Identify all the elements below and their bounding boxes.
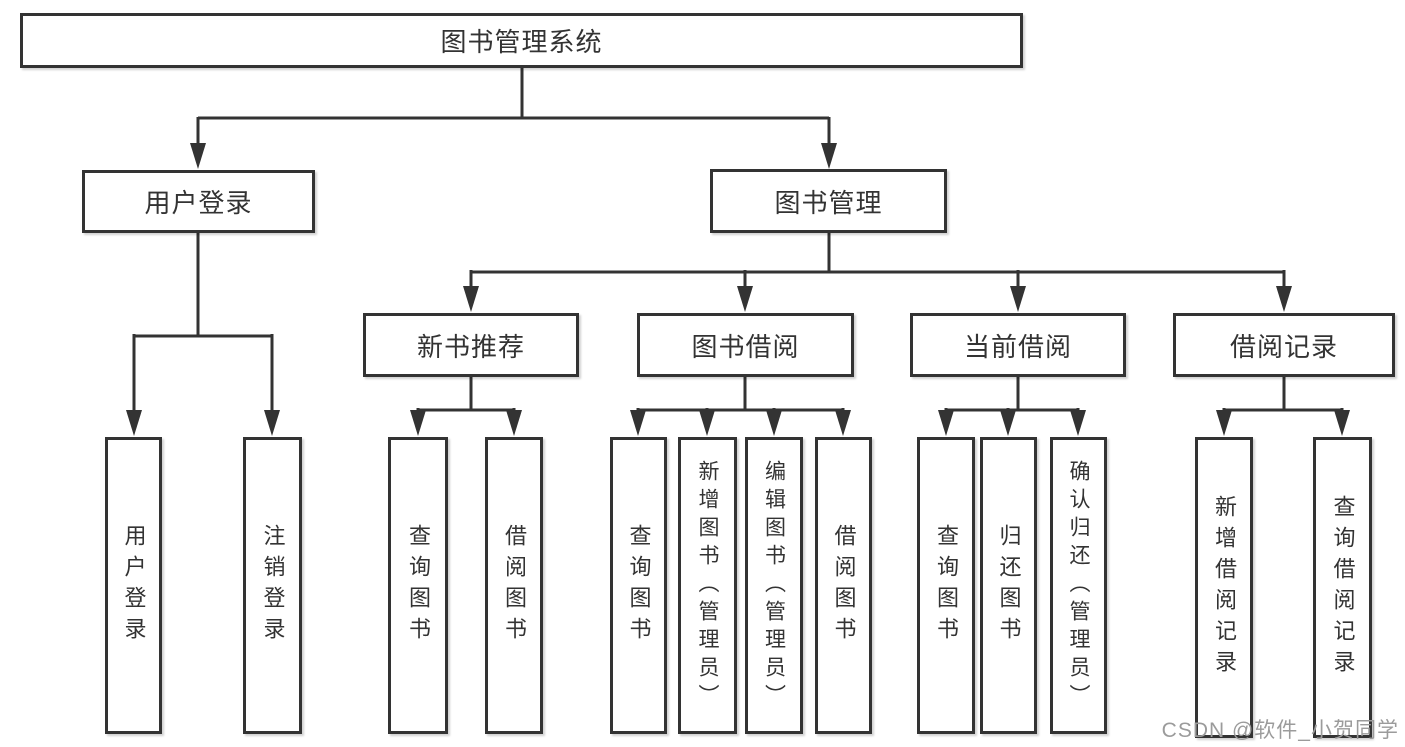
- leaf-query-borrowing-record: 查询借阅记录: [1313, 437, 1372, 738]
- node-label: 查询图书: [626, 523, 652, 648]
- node-borrowing-records: 借阅记录: [1173, 313, 1395, 377]
- node-book-management: 图书管理: [710, 169, 947, 233]
- leaf-edit-books-admin: 编辑图书（管理员）: [745, 437, 803, 734]
- node-label: 查询图书: [406, 523, 431, 648]
- leaf-logout-login: 注销登录: [243, 437, 302, 734]
- node-label: 借阅记录: [1229, 331, 1338, 362]
- node-label: 用户登录: [144, 188, 253, 218]
- node-label: 借阅图书: [502, 523, 527, 648]
- node-label: 新增借阅记录: [1212, 494, 1237, 681]
- leaf-add-books-admin: 新增图书（管理员）: [678, 437, 737, 734]
- node-label: 查询图书: [934, 523, 959, 648]
- leaf-confirm-return-admin: 确认归还（管理员）: [1050, 437, 1107, 734]
- node-current-borrowing: 当前借阅: [910, 313, 1126, 377]
- node-label: 当前借阅: [963, 331, 1072, 362]
- node-new-book-recommendation: 新书推荐: [363, 313, 579, 377]
- node-user-login: 用户登录: [82, 170, 315, 233]
- node-label: 新增图书（管理员）: [696, 459, 719, 712]
- node-label: 归还图书: [996, 523, 1022, 648]
- leaf-borrow-books-borrowing: 借阅图书: [815, 437, 872, 734]
- node-label: 查询借阅记录: [1330, 494, 1356, 681]
- leaf-add-borrowing-record: 新增借阅记录: [1195, 437, 1253, 738]
- node-label: 注销登录: [260, 523, 286, 648]
- node-label: 确认归还（管理员）: [1067, 459, 1090, 712]
- leaf-user-login: 用户登录: [105, 437, 162, 734]
- leaf-query-books-current: 查询图书: [917, 437, 975, 734]
- node-label: 新书推荐: [416, 331, 525, 362]
- node-label: 编辑图书（管理员）: [762, 459, 786, 712]
- node-label: 图书管理: [774, 187, 883, 218]
- node-label: 用户登录: [121, 523, 147, 648]
- leaf-query-books-borrowing: 查询图书: [610, 437, 667, 734]
- leaf-return-books: 归还图书: [980, 437, 1037, 734]
- leaf-query-books-recommendation: 查询图书: [388, 437, 448, 734]
- node-book-borrowing: 图书借阅: [637, 313, 854, 377]
- leaf-borrow-books-recommendation: 借阅图书: [485, 437, 543, 734]
- node-label: 借阅图书: [831, 523, 857, 648]
- node-label: 图书管理系统: [440, 27, 603, 57]
- node-label: 图书借阅: [691, 331, 800, 362]
- csdn-watermark: CSDN @软件_小贺同学: [1161, 719, 1399, 742]
- node-library-management-system: 图书管理系统: [20, 13, 1023, 68]
